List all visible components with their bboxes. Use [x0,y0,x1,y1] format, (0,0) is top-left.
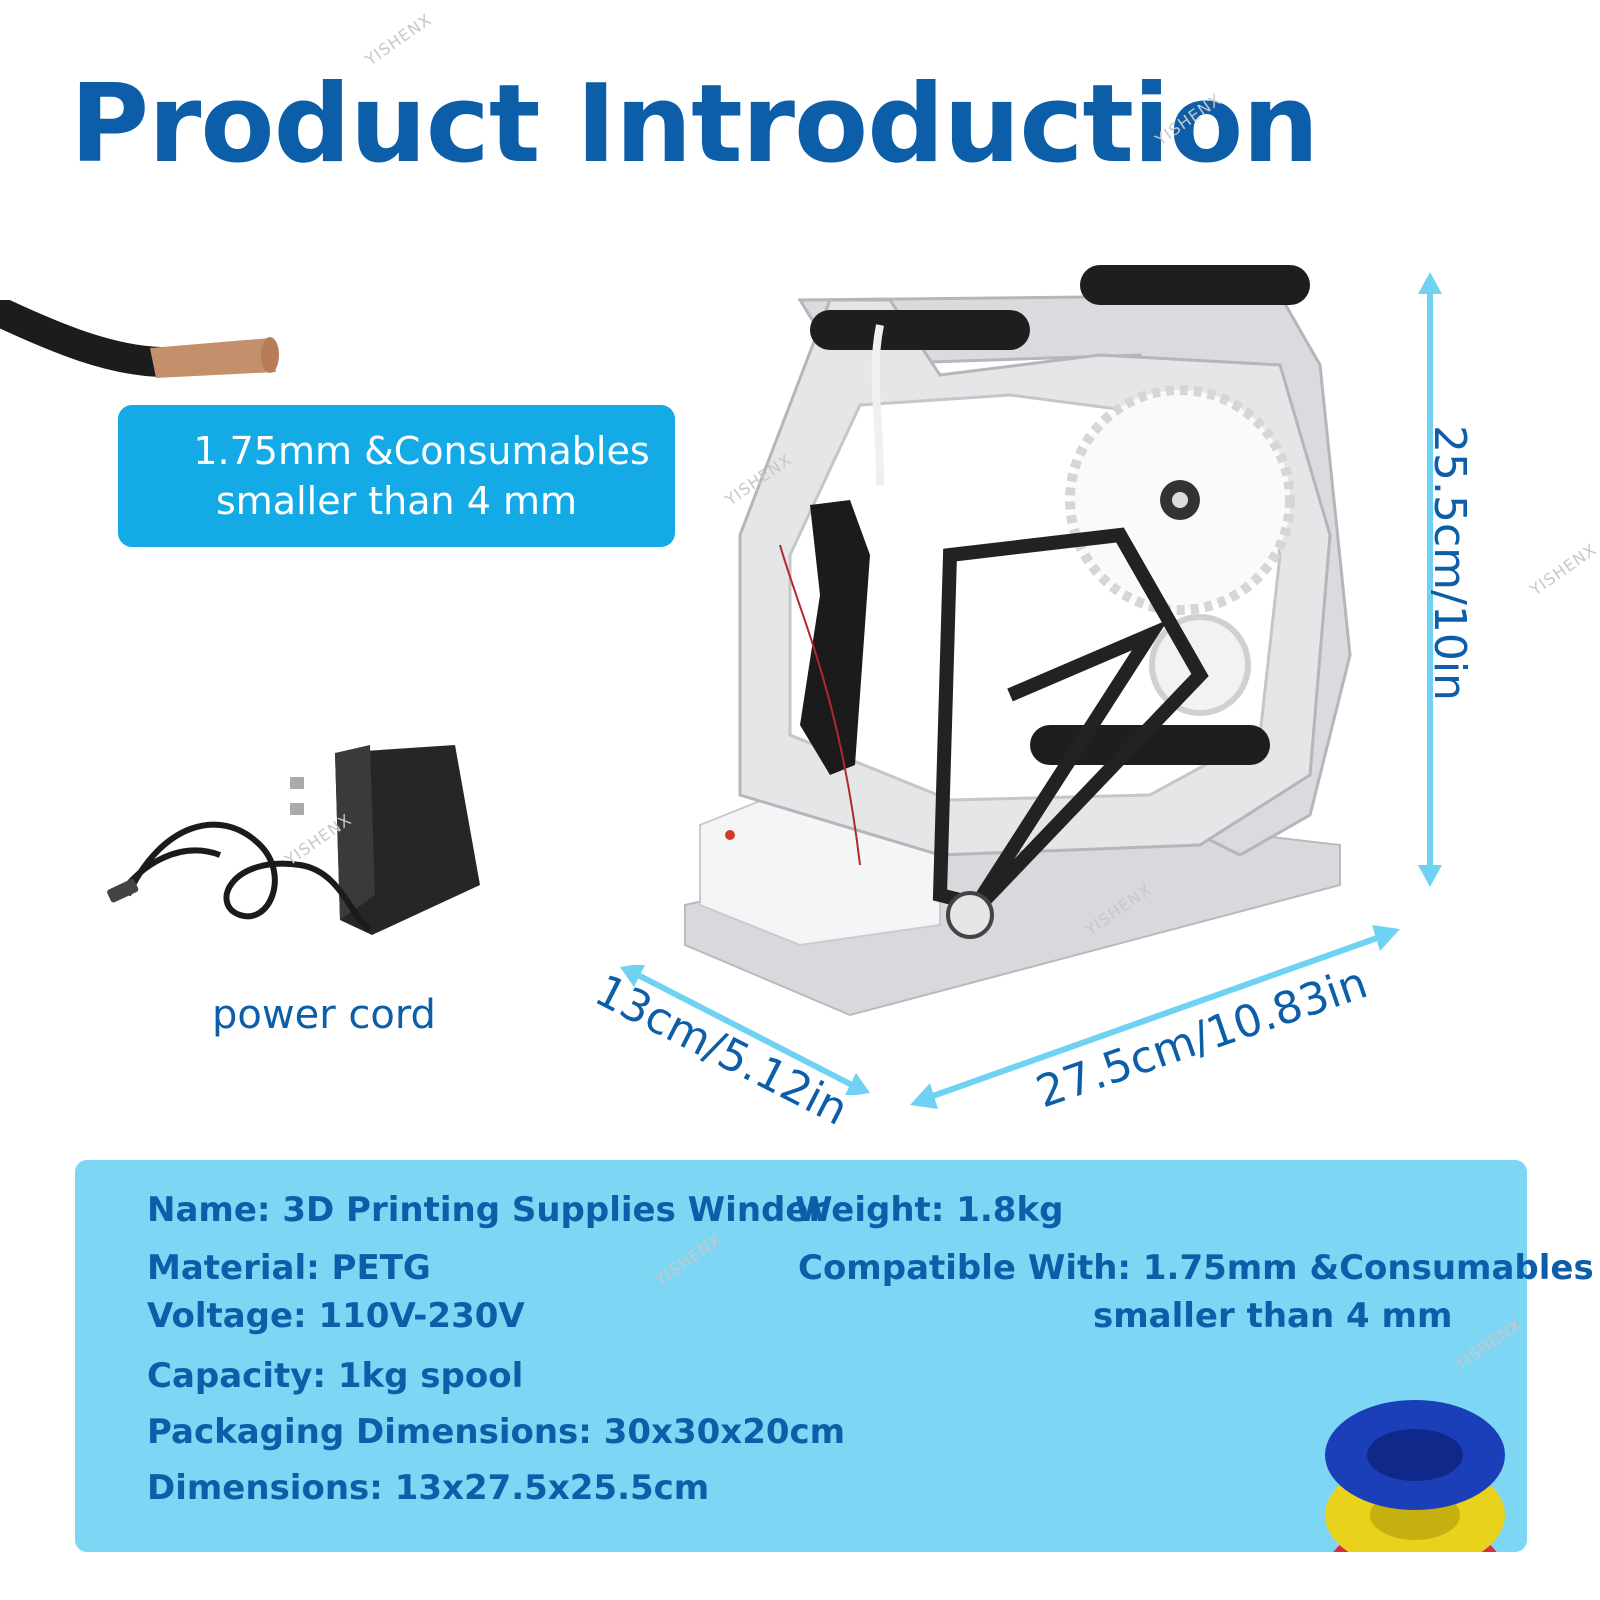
cable-image [0,300,279,378]
spec-name: Name: 3D Printing Supplies Winder [147,1190,826,1230]
spec-voltage: Voltage: 110V-230V [147,1296,525,1336]
power-adapter-image [107,745,480,935]
spec-material: Material: PETG [147,1248,431,1288]
winder-product-image [684,265,1352,1017]
spec-dimensions: Dimensions: 13x27.5x25.5cm [147,1468,710,1508]
filament-spools-image [1325,1400,1505,1552]
spec-compatible-line-2: smaller than 4 mm [1093,1296,1453,1336]
specs-panel: Name: 3D Printing Supplies Winder Materi… [75,1160,1594,1552]
page-title: Product Introduction [70,62,1319,187]
consumables-badge: 1.75mm &Consumables smaller than 4 mm [118,405,675,547]
height-dimension-label: 25.5cm/10in [1424,425,1475,701]
power-cord-label: power cord [212,992,436,1038]
spec-capacity: Capacity: 1kg spool [147,1356,524,1396]
spec-weight: Weight: 1.8kg [795,1190,1064,1230]
badge-line-1: 1.75mm &Consumables [193,429,650,473]
spec-packaging: Packaging Dimensions: 30x30x20cm [147,1412,846,1452]
spec-compatible-line-1: Compatible With: 1.75mm &Consumables [798,1248,1594,1288]
watermark: YISHENX [1526,539,1600,600]
height-arrow [1418,272,1442,887]
width-arrow [910,925,1400,1109]
depth-arrow [620,965,870,1095]
badge-line-2: smaller than 4 mm [215,479,578,523]
